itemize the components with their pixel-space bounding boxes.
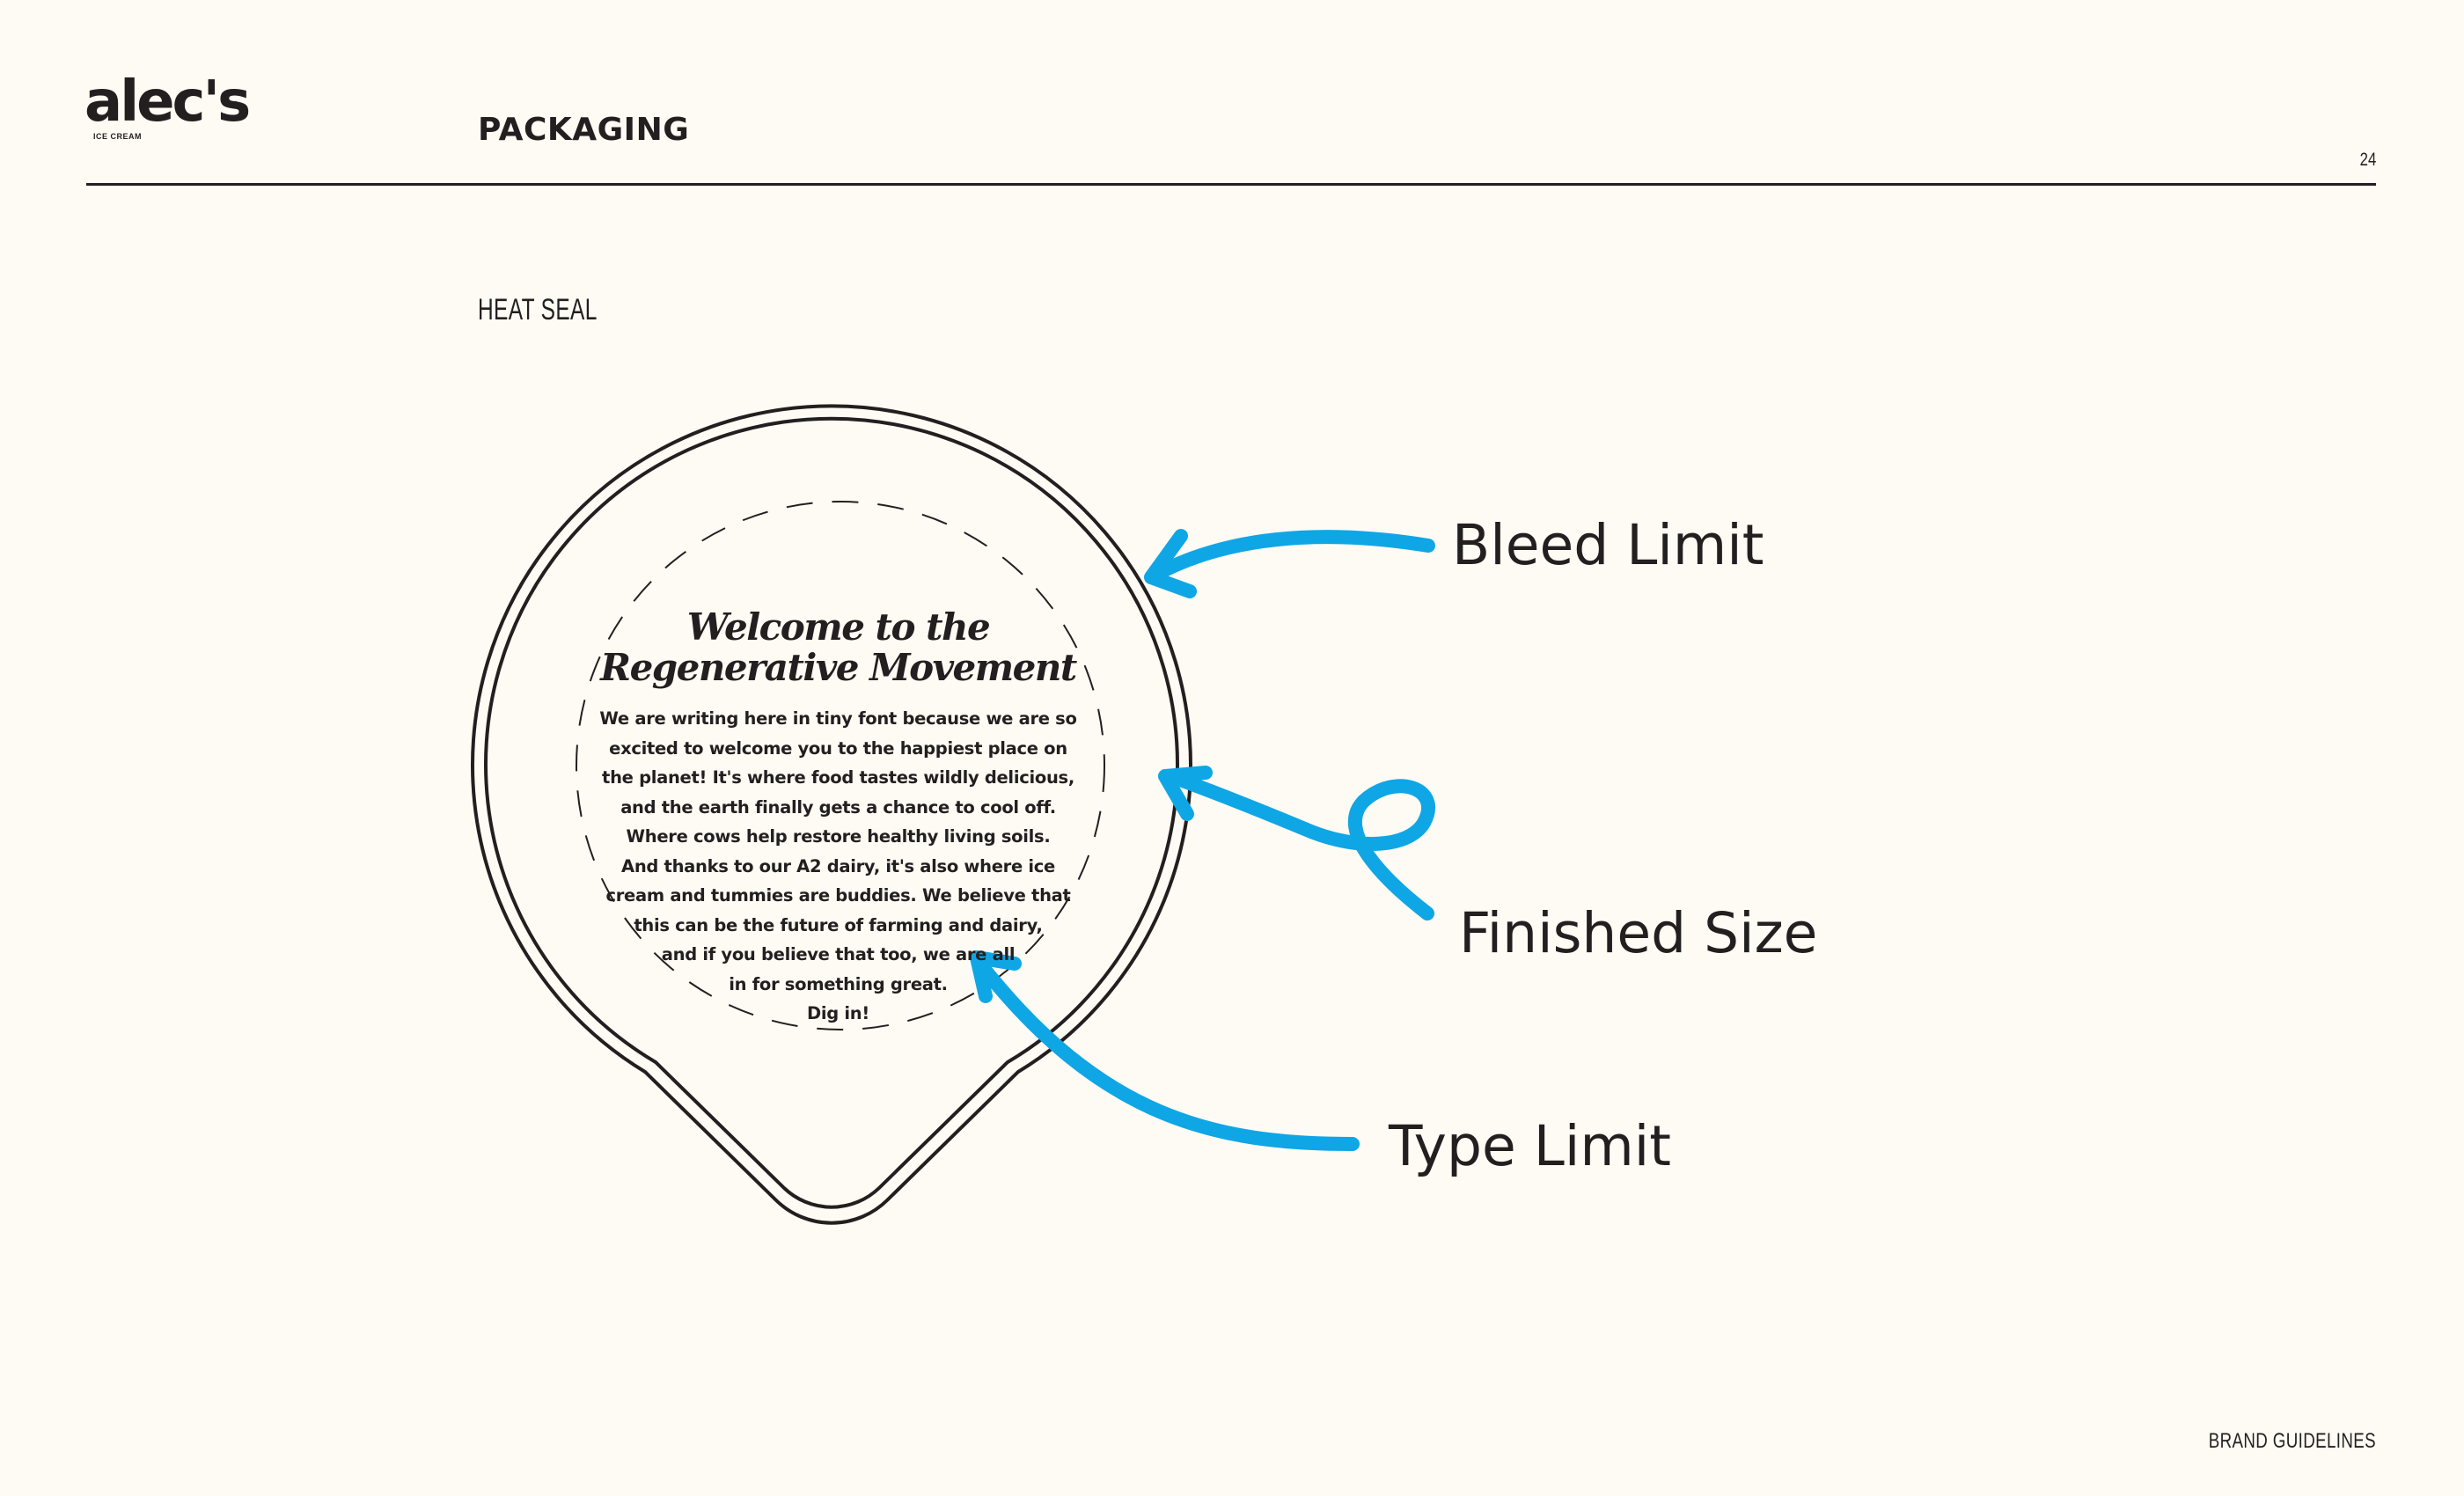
type-limit-arrow (970, 950, 1360, 1151)
finished-size-arrow (1158, 766, 1435, 920)
finished-size-label: Finished Size (1459, 901, 1818, 965)
seal-body-line: Dig in! (807, 1003, 869, 1023)
seal-body-line: in for something great. (729, 973, 948, 994)
seal-body-line: We are writing here in tiny font because… (599, 708, 1077, 729)
page-number: 24 (2359, 150, 2376, 170)
seal-body-line: And thanks to our A2 dairy, it's also wh… (621, 855, 1055, 876)
bleed-limit-label: Bleed Limit (1452, 513, 1764, 577)
alecs-logo: alec's TM ICE CREAM (84, 74, 251, 153)
seal-body-line: this can be the future of farming and da… (634, 914, 1043, 935)
page-subtitle: HEAT SEAL (478, 293, 598, 326)
seal-body-text: We are writing here in tiny font because… (598, 704, 1078, 1029)
type-limit-circle (576, 501, 1105, 1030)
bleed-limit-arrow (1144, 529, 1435, 598)
seal-heading-line-1: Welcome to the (686, 605, 991, 649)
seal-body-line: and the earth finally gets a chance to c… (620, 796, 1056, 818)
seal-body-line: the planet! It's where food tastes wildl… (602, 767, 1074, 788)
seal-body-line: excited to welcome you to the happiest p… (609, 737, 1067, 759)
seal-heading-line-2: Regenerative Movement (600, 646, 1077, 689)
type-limit-label: Type Limit (1389, 1114, 1671, 1178)
logo-trademark: TM (227, 100, 238, 108)
logo-wordmark: alec's (84, 70, 251, 135)
section-title: PACKAGING (478, 112, 690, 148)
header-divider (86, 183, 2376, 186)
footer-brand-guidelines: BRAND GUIDELINES (2208, 1429, 2376, 1453)
seal-heading: Welcome to the Regenerative Movement (598, 607, 1078, 688)
logo-subline: ICE CREAM (93, 132, 143, 141)
seal-body-line: Where cows help restore healthy living s… (626, 826, 1051, 847)
seal-body-line: cream and tummies are buddies. We believ… (605, 885, 1071, 906)
seal-body-line: and if you believe that too, we are all (661, 944, 1016, 964)
